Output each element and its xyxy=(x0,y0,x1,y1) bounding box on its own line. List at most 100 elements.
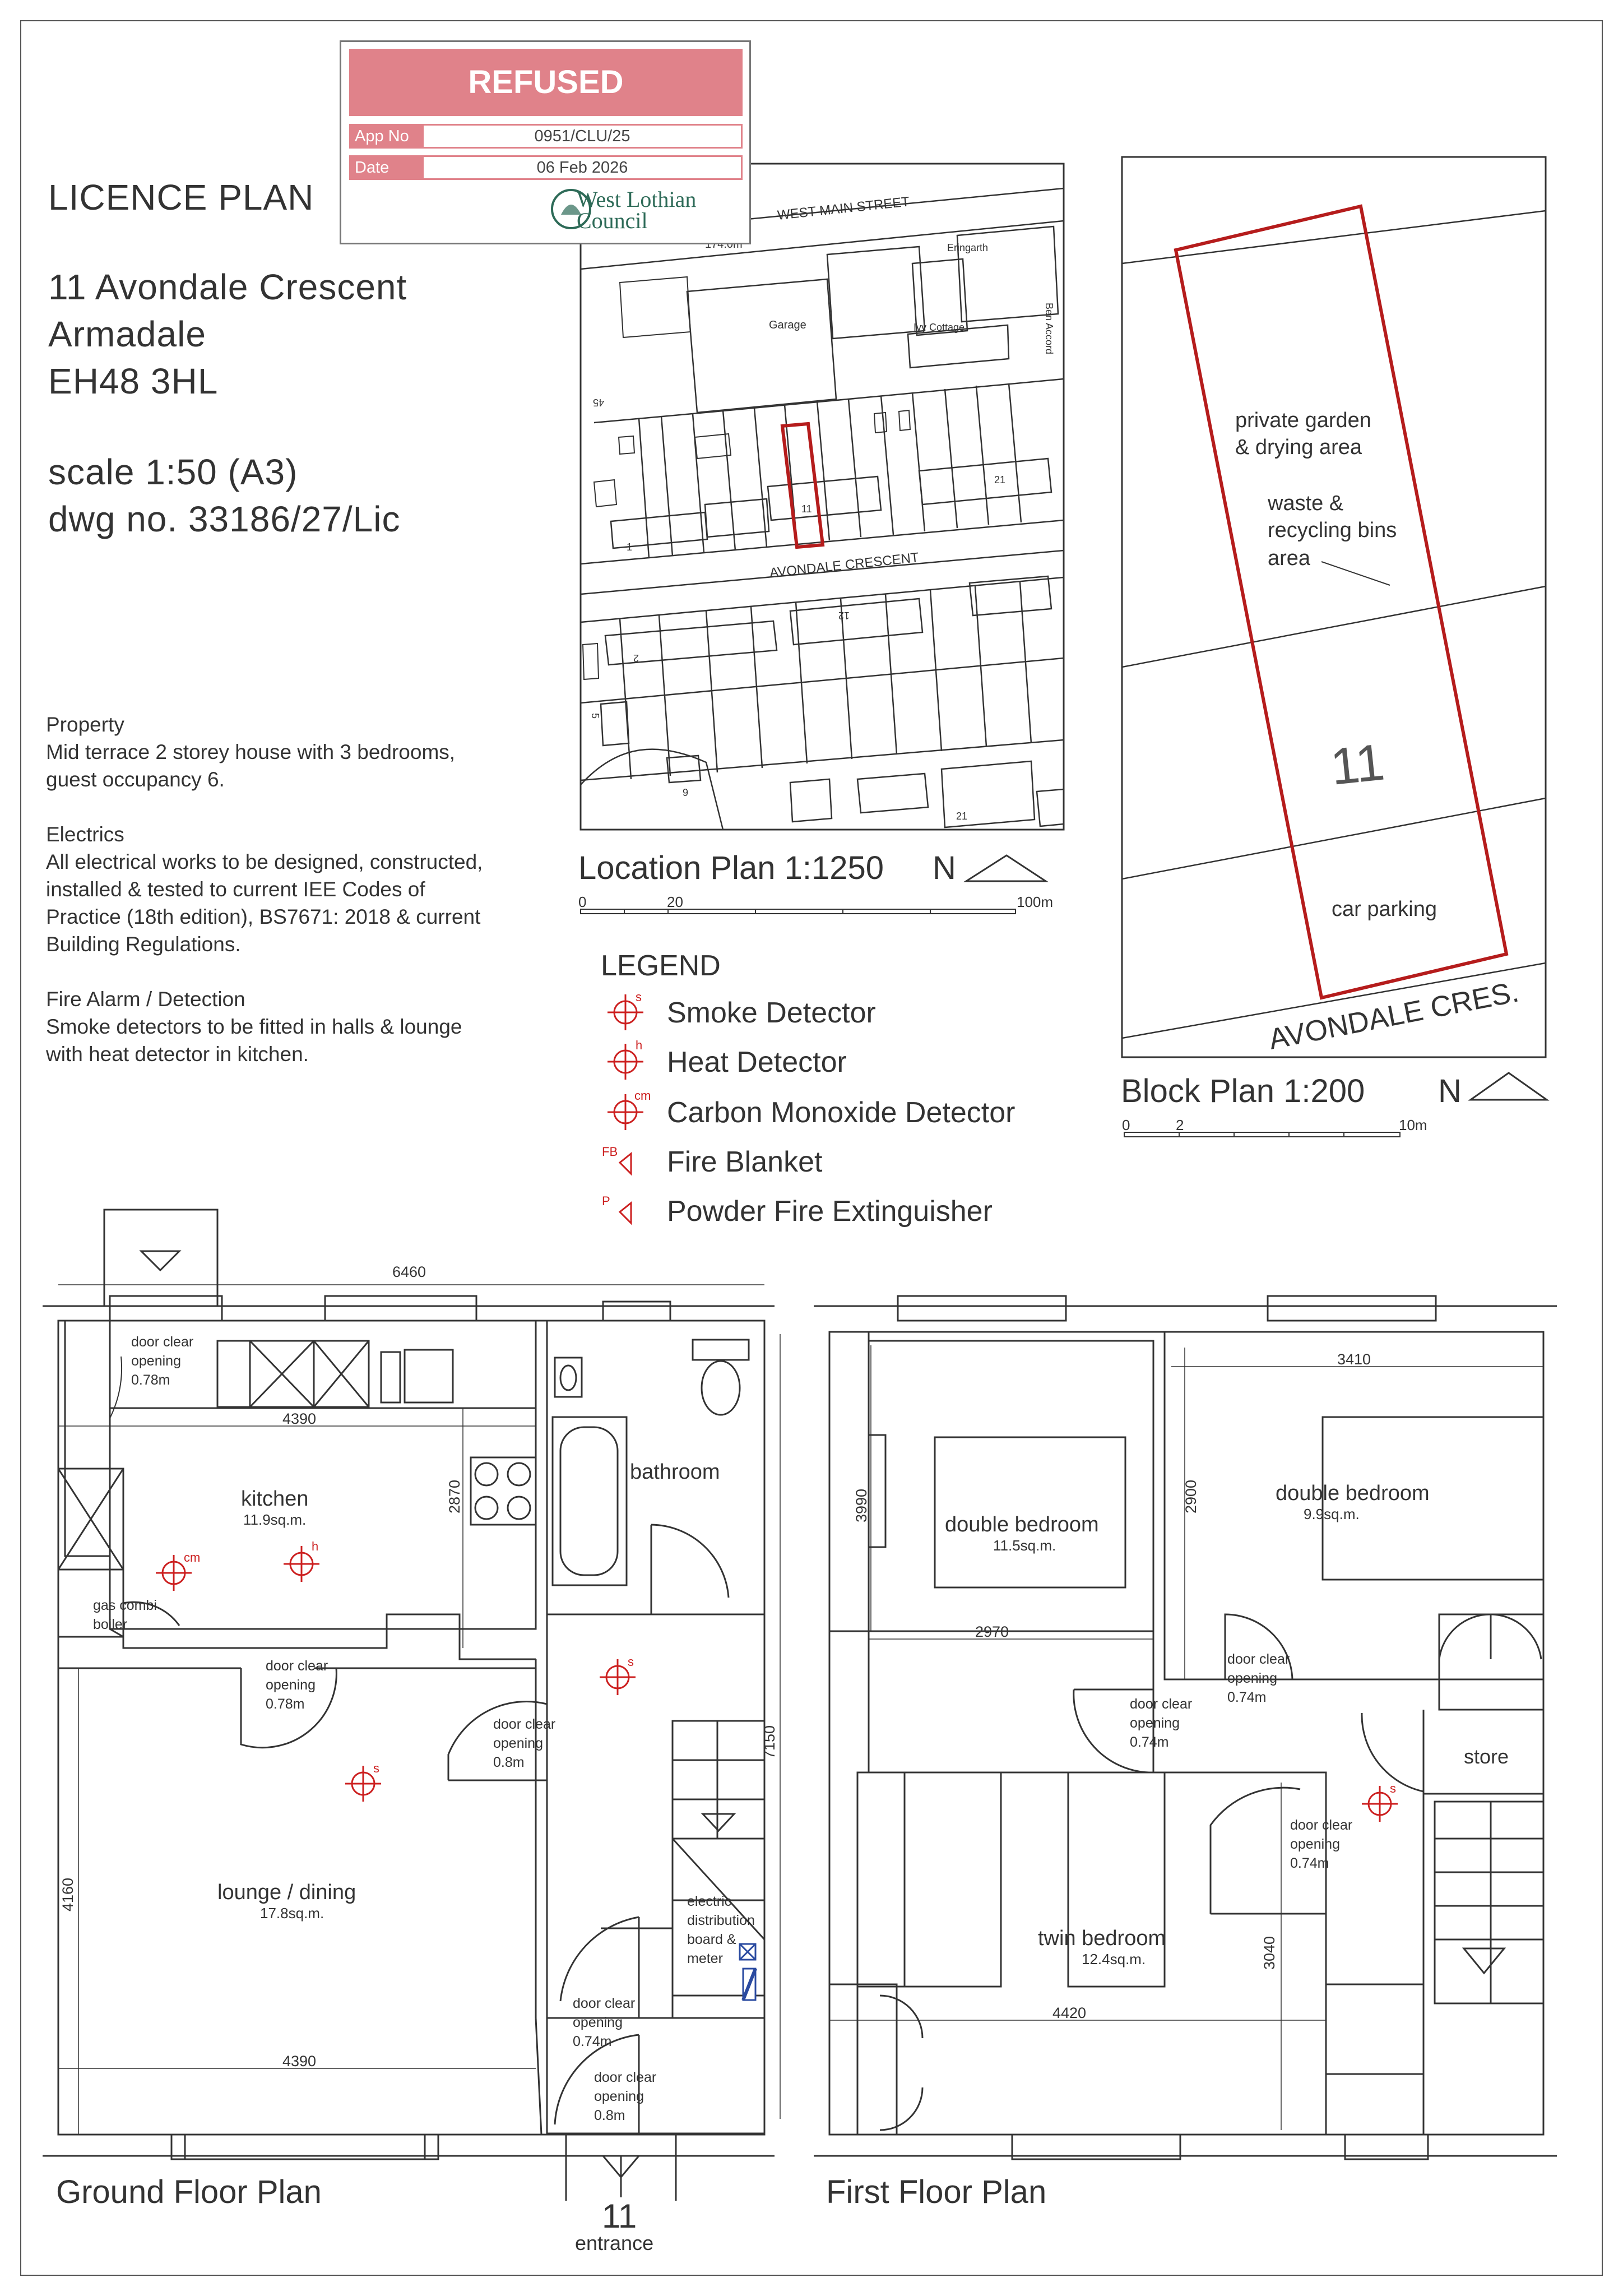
extinguisher-label: Powder Fire Extinguisher xyxy=(667,1195,993,1228)
house-number-21-south: 21 xyxy=(956,811,967,822)
dim-6460: 6460 xyxy=(392,1263,426,1280)
electrics-heading: Electrics xyxy=(46,823,124,846)
door-kitchen-top-3: 0.78m xyxy=(131,1372,170,1388)
electric-label-1: electric xyxy=(687,1894,731,1909)
smoke-label: Smoke Detector xyxy=(667,997,876,1029)
location-north-label: N xyxy=(933,850,956,886)
door-lounge-kitchen-1: door clear xyxy=(266,1658,328,1674)
door-bed3-1: door clear xyxy=(1290,1817,1352,1833)
store-label: store xyxy=(1464,1745,1509,1768)
garden-label-2: & drying area xyxy=(1235,436,1362,459)
address-line3: EH48 3HL xyxy=(48,361,219,401)
house-number-12: 12 xyxy=(838,610,850,621)
lounge-area: 17.8sq.m. xyxy=(260,1905,324,1922)
smoke-detector-landing-code: s xyxy=(1390,1781,1396,1795)
bedroom1-area: 11.5sq.m. xyxy=(993,1537,1056,1554)
electric-label-4: meter xyxy=(687,1951,723,1966)
stamp-date-value: 06 Feb 2026 xyxy=(422,155,743,180)
stamp-date-row: Date 06 Feb 2026 xyxy=(349,155,743,180)
location-plan-caption: Location Plan 1:1250 xyxy=(578,850,884,886)
heat-detector-kitchen-code: h xyxy=(312,1539,318,1553)
stamp-app-row: App No 0951/CLU/25 xyxy=(349,124,743,149)
dim-7150: 7150 xyxy=(761,1725,778,1759)
electrics-text: All electrical works to be designed, con… xyxy=(46,850,483,956)
council-name-line2: Council xyxy=(577,208,648,233)
co-code: cm xyxy=(634,1089,651,1103)
dim-2870: 2870 xyxy=(446,1480,463,1513)
location-plan xyxy=(579,163,1065,831)
street-label-west-main: WEST MAIN STREET xyxy=(777,194,911,223)
block-plan-caption: Block Plan 1:200 xyxy=(1121,1073,1365,1109)
location-north-arrow-icon xyxy=(963,854,1049,882)
dim-4390-top: 4390 xyxy=(282,1410,316,1427)
house-number-9: 9 xyxy=(683,787,688,798)
heat-detector-icon xyxy=(608,1044,643,1080)
drawing-sheet xyxy=(20,20,1603,2276)
drawing-number: dwg no. 33186/27/Lic xyxy=(48,499,401,539)
block-plan xyxy=(1121,156,1547,1058)
first-floor-labels: 3410 3990 2970 2900 4420 3040 double bed… xyxy=(853,1351,1509,2021)
bedroom2-area: 9.9sq.m. xyxy=(1304,1506,1360,1522)
door-bed1-2: opening xyxy=(1130,1715,1180,1731)
dim-4420: 4420 xyxy=(1052,2005,1086,2021)
stamp-date-label: Date xyxy=(349,155,422,180)
street-label-avondale: AVONDALE CRESCENT xyxy=(769,550,920,581)
electric-label-3: board & xyxy=(687,1932,736,1947)
bins-leader-line xyxy=(1321,561,1390,586)
block-north-arrow-icon xyxy=(1468,1072,1550,1101)
first-floor-dimensions xyxy=(829,1345,1543,2130)
eringarth-label: Eringarth xyxy=(947,242,988,253)
electric-label-2: distribution xyxy=(687,1913,755,1928)
house-number-5: 5 xyxy=(590,713,601,719)
ground-floor-labels: 6460 4390 2870 7150 4160 4390 kitchen 11… xyxy=(59,1263,778,2255)
door-cupboard-1: door clear xyxy=(573,1996,635,2011)
block-north-label: N xyxy=(1438,1073,1462,1109)
fire-extinguisher-icon xyxy=(618,1201,632,1225)
bins-label-3: area xyxy=(1268,547,1311,570)
door-porch-2: opening xyxy=(594,2089,644,2104)
location-scale-bar xyxy=(580,909,1016,914)
address-line1: 11 Avondale Crescent xyxy=(48,267,407,307)
door-lounge-hall-1: door clear xyxy=(493,1716,555,1732)
blanket-label: Fire Blanket xyxy=(667,1146,823,1178)
door-lounge-kitchen-2: opening xyxy=(266,1677,316,1693)
door-kitchen-top-1: door clear xyxy=(131,1334,193,1350)
house-number-11: 11 xyxy=(801,503,812,515)
bedroom2-label: double bedroom xyxy=(1276,1482,1430,1505)
stamp-status: REFUSED xyxy=(349,49,743,116)
council-logo-icon xyxy=(551,189,591,229)
legend-title: LEGEND xyxy=(601,950,721,982)
door-cupboard-3: 0.74m xyxy=(573,2034,611,2049)
first-floor-plan xyxy=(814,1295,1557,2160)
fire-blanket-icon xyxy=(618,1151,632,1176)
ben-accord-label: Ben Accord xyxy=(1044,303,1055,354)
dim-3410: 3410 xyxy=(1337,1351,1371,1368)
door-bed2-2: opening xyxy=(1227,1670,1277,1686)
location-scale-20: 20 xyxy=(667,894,683,910)
property-heading: Property xyxy=(46,713,124,736)
co-detector-icon xyxy=(608,1094,643,1130)
dim-3040: 3040 xyxy=(1261,1936,1278,1970)
scale-note: scale 1:50 (A3) xyxy=(48,452,298,492)
stamp-app-value: 0951/CLU/25 xyxy=(422,124,743,149)
bins-label-1: waste & xyxy=(1267,492,1343,515)
boiler-label-1: gas combi xyxy=(93,1598,157,1613)
door-kitchen-top-2: opening xyxy=(131,1353,181,1369)
block-labels: private garden & drying area waste & rec… xyxy=(1235,409,1522,1056)
bedroom1-label: double bedroom xyxy=(945,1513,1099,1536)
door-porch-1: door clear xyxy=(594,2070,656,2085)
fire-text: Smoke detectors to be fitted in halls & … xyxy=(46,1015,462,1066)
house-number-45: 45 xyxy=(593,397,604,408)
house-number-2: 2 xyxy=(633,652,639,664)
bins-label-2: recycling bins xyxy=(1268,519,1397,542)
notes-block: Property Mid terrace 2 storey house with… xyxy=(46,711,494,1095)
door-bed1-1: door clear xyxy=(1130,1696,1192,1712)
smoke-detector-hall-code: s xyxy=(628,1655,634,1669)
legend-smoke: s Smoke Detector xyxy=(608,990,876,1030)
smoke-code: s xyxy=(636,990,642,1004)
drawing-title: LICENCE PLAN xyxy=(48,177,314,217)
ground-floor-caption: Ground Floor Plan xyxy=(56,2174,322,2210)
door-bed1-3: 0.74m xyxy=(1130,1734,1168,1750)
door-bed2-3: 0.74m xyxy=(1227,1689,1266,1705)
door-bed3-3: 0.74m xyxy=(1290,1855,1329,1871)
